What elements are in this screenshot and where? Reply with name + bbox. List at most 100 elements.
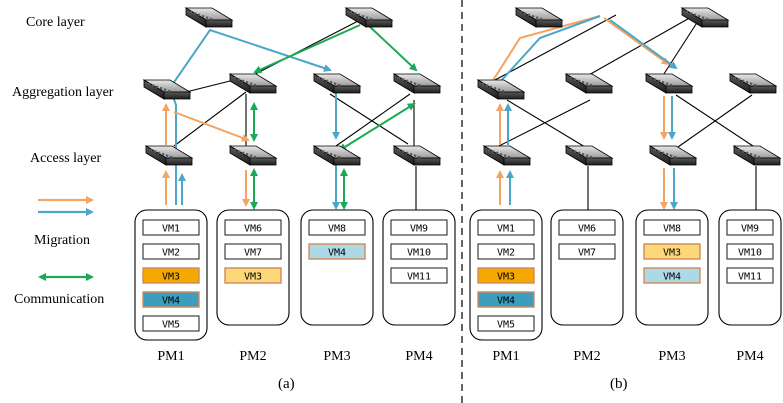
vm-label: VM6 [244, 224, 262, 235]
aggregation-switch-b1 [476, 79, 526, 100]
vm-box [142, 243, 200, 260]
pm-label: PM2 [573, 349, 600, 364]
core-switch-a1 [184, 7, 234, 28]
vm-label: VM5 [497, 320, 515, 331]
vm-box [142, 267, 200, 284]
core-switch-a2 [344, 7, 394, 28]
aggregation-switch-a2 [228, 73, 278, 94]
vm-box [558, 219, 616, 236]
vm-label: VM7 [578, 248, 596, 259]
caption-b: (b) [610, 376, 628, 392]
physical-machines: VM1VM2VM3VM4VM5PM1VM6VM7VM3PM2VM8VM4PM3V… [134, 209, 782, 364]
vm-box [558, 243, 616, 260]
access-switch-b2 [564, 145, 614, 166]
aggregation-switch-a1 [142, 79, 192, 100]
vm-label: VM4 [162, 296, 180, 307]
vm-label: VM4 [497, 296, 515, 307]
pm-box [382, 209, 456, 326]
core-switch-b2 [680, 7, 730, 28]
vm-box [390, 243, 448, 260]
vm-label: VM6 [578, 224, 596, 235]
vm-box [643, 219, 701, 236]
access-layer-label: Access layer [30, 151, 101, 166]
vm-box [477, 243, 535, 260]
aggregation-layer-label: Aggregation layer [12, 85, 114, 100]
pm-label: PM1 [157, 349, 184, 364]
caption-a: (a) [278, 376, 295, 392]
vm-box [224, 243, 282, 260]
pm-box [300, 209, 374, 326]
pm-label: PM1 [492, 349, 519, 364]
vm-box [142, 315, 200, 332]
vm-box [224, 267, 282, 284]
network-links [173, 11, 757, 210]
vm-box [142, 291, 200, 308]
vm-label: VM9 [741, 224, 759, 235]
pm-box [550, 209, 624, 326]
vm-label: VM1 [497, 224, 515, 235]
vm-label: VM10 [738, 248, 762, 259]
vm-label: VM3 [244, 272, 262, 283]
vm-box [726, 267, 774, 284]
vm-box [477, 267, 535, 284]
legend-migration-label: Migration [34, 233, 90, 248]
vm-box [390, 219, 448, 236]
pm-label: PM3 [658, 349, 685, 364]
access-switch-b3 [648, 145, 698, 166]
aggregation-switch-b2 [564, 73, 614, 94]
vm-box [390, 267, 448, 284]
migration-path-vm4-a [168, 28, 332, 205]
vm-box [224, 219, 282, 236]
core-layer-label: Core layer [26, 15, 85, 30]
aggregation-switch-a3 [312, 73, 362, 94]
aggregation-switch-b4 [728, 73, 778, 94]
vm-label: VM4 [328, 248, 346, 259]
vm-box [643, 243, 701, 260]
vm-box [643, 267, 701, 284]
vm-label: VM3 [663, 248, 681, 259]
access-switch-a3 [312, 145, 362, 166]
legend-communication-label: Communication [14, 292, 104, 307]
vm-box [477, 219, 535, 236]
vm-label: VM8 [663, 224, 681, 235]
vm-label: VM7 [244, 248, 262, 259]
core-switch-b1 [514, 7, 564, 28]
vm-box [726, 243, 774, 260]
vm-label: VM3 [162, 272, 180, 283]
vm-box [477, 291, 535, 308]
aggregation-switch-b3 [644, 73, 694, 94]
access-switch-a2 [228, 145, 278, 166]
vm-label: VM4 [663, 272, 681, 283]
pm-label: PM3 [323, 349, 350, 364]
vm-label: VM8 [328, 224, 346, 235]
pm-label: PM4 [405, 349, 432, 364]
pm-label: PM4 [736, 349, 763, 364]
vm-label: VM1 [162, 224, 180, 235]
access-switch-b1 [482, 145, 532, 166]
vm-label: VM9 [410, 224, 428, 235]
access-switch-b4 [732, 145, 782, 166]
pm-label: PM2 [239, 349, 266, 364]
access-switch-a4 [392, 145, 442, 166]
vm-label: VM5 [162, 320, 180, 331]
vm-label: VM11 [407, 272, 431, 283]
vm-box [477, 315, 535, 332]
access-switch-a1 [144, 145, 194, 166]
vm-label: VM10 [407, 248, 431, 259]
pm-box [718, 209, 782, 326]
vm-box [308, 243, 366, 260]
vm-label: VM2 [162, 248, 180, 259]
legend: Migration Communication [14, 196, 104, 307]
vm-box [142, 219, 200, 236]
vm-box [308, 219, 366, 236]
aggregation-switch-a4 [392, 73, 442, 94]
